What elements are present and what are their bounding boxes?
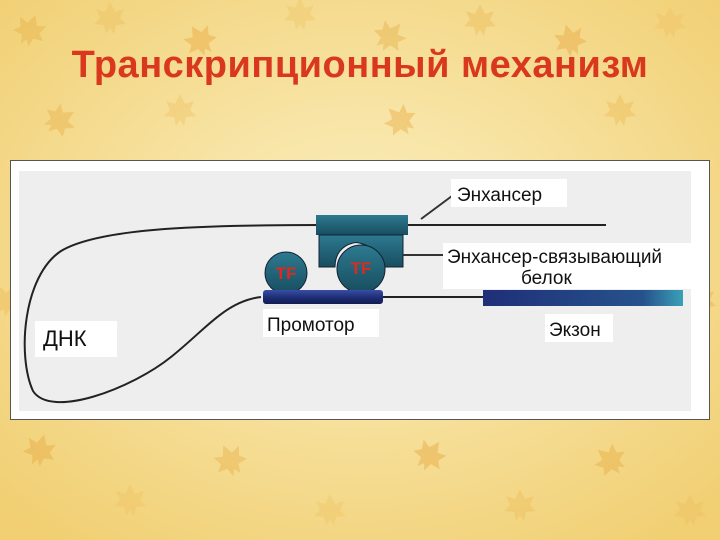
promoter-label-bg <box>263 309 379 337</box>
exon-label-bg <box>545 314 613 342</box>
ebp-label-line2: белок <box>521 268 572 289</box>
tf1-label: TF <box>276 264 297 283</box>
transcription-diagram: TF TF Энхансер Энхансер-связывающий бело… <box>19 171 701 411</box>
exon-segment <box>483 290 683 306</box>
promoter-label: Промотор <box>267 315 355 336</box>
enhancer-label: Энхансер <box>457 185 542 206</box>
ebp-label-line1: Энхансер-связывающий <box>447 247 662 268</box>
dna-label-bg <box>35 321 117 357</box>
tf2-label: TF <box>351 259 372 278</box>
enhancer-segment <box>316 215 408 235</box>
enhancer-label-bg <box>451 179 567 207</box>
slide-title: Транскрипционный механизм <box>71 44 649 86</box>
dna-strand-loop <box>23 224 322 404</box>
dna-label: ДНК <box>43 326 87 351</box>
diagram-panel: TF TF Энхансер Энхансер-связывающий бело… <box>10 160 710 420</box>
ebp-label-bg <box>443 243 701 289</box>
enhancer-pointer <box>420 192 457 220</box>
exon-label: Экзон <box>549 320 601 341</box>
promoter-segment <box>263 290 383 304</box>
